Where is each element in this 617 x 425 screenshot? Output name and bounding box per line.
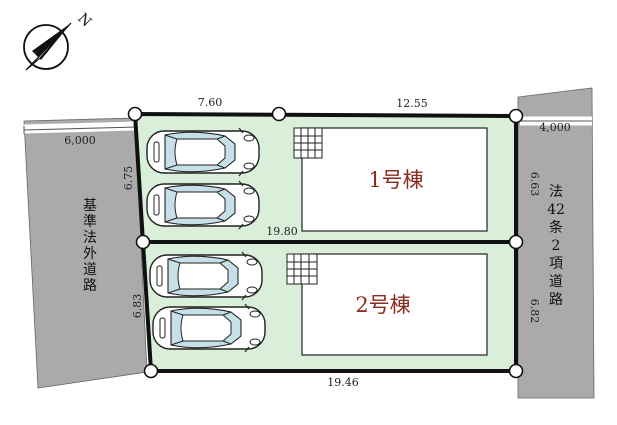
car-icon (152, 303, 266, 353)
car-icon (146, 127, 260, 177)
car-icon (146, 180, 260, 230)
boundary-marker-icon (508, 108, 524, 124)
building-1-label: 1号棟 (368, 168, 423, 192)
boundary-markers (127, 106, 524, 379)
right-road-name: 法 42 条 2 項 道 路 (547, 184, 565, 308)
building-2-label: 2号棟 (355, 293, 410, 317)
left-road-width: 6,000 (64, 134, 96, 147)
building-1-stairs-icon (293, 127, 323, 159)
boundary-marker-icon (143, 363, 159, 379)
compass: N (23, 10, 94, 71)
svg-text:法: 法 (83, 230, 97, 246)
building-2: 2号棟 (286, 253, 488, 356)
svg-text:条: 条 (549, 219, 563, 236)
building-1: 1号棟 (293, 127, 488, 232)
dim-bottom: 19.46 (327, 376, 359, 389)
svg-text:法: 法 (549, 184, 563, 200)
dim-right-upper: 6.63 (528, 172, 541, 197)
dim-top-left: 7.60 (198, 96, 223, 109)
building-2-footprint (301, 253, 488, 356)
car-icon (149, 251, 263, 301)
svg-text:路: 路 (549, 292, 563, 308)
right-road-width: 4,000 (539, 121, 571, 134)
boundary-marker-icon (508, 363, 524, 379)
svg-text:準: 準 (83, 214, 97, 230)
dimension-labels: 7.60 12.55 6.75 6.83 6.63 6.82 19.80 19.… (122, 96, 541, 389)
svg-text:項: 項 (549, 256, 563, 272)
dim-right-lower: 6.82 (528, 299, 541, 324)
dim-top-right: 12.55 (396, 97, 428, 110)
svg-text:道: 道 (83, 262, 97, 278)
building-2-stairs-icon (286, 253, 318, 285)
dim-left-lower: 6.83 (131, 294, 144, 319)
boundary-marker-icon (135, 234, 151, 250)
svg-text:路: 路 (83, 278, 97, 294)
dim-left-upper: 6.75 (122, 166, 135, 191)
svg-text:外: 外 (83, 246, 97, 262)
boundary-marker-icon (508, 234, 524, 250)
north-arrow-icon (32, 23, 71, 60)
left-road: 6,000 基 準 法 外 道 路 (23, 117, 148, 389)
boundary-marker-icon (127, 106, 143, 122)
boundary-marker-icon (271, 106, 287, 122)
svg-text:道: 道 (549, 274, 563, 290)
dim-middle: 19.80 (266, 225, 298, 238)
svg-text:2: 2 (552, 238, 561, 254)
building-1-footprint (301, 127, 488, 232)
svg-text:基: 基 (83, 197, 97, 214)
left-road-name: 基 準 法 外 道 路 (83, 197, 97, 294)
svg-text:42: 42 (547, 202, 565, 218)
right-road: 4,000 法 42 条 2 項 道 路 (517, 87, 595, 399)
north-label: N (74, 10, 94, 30)
